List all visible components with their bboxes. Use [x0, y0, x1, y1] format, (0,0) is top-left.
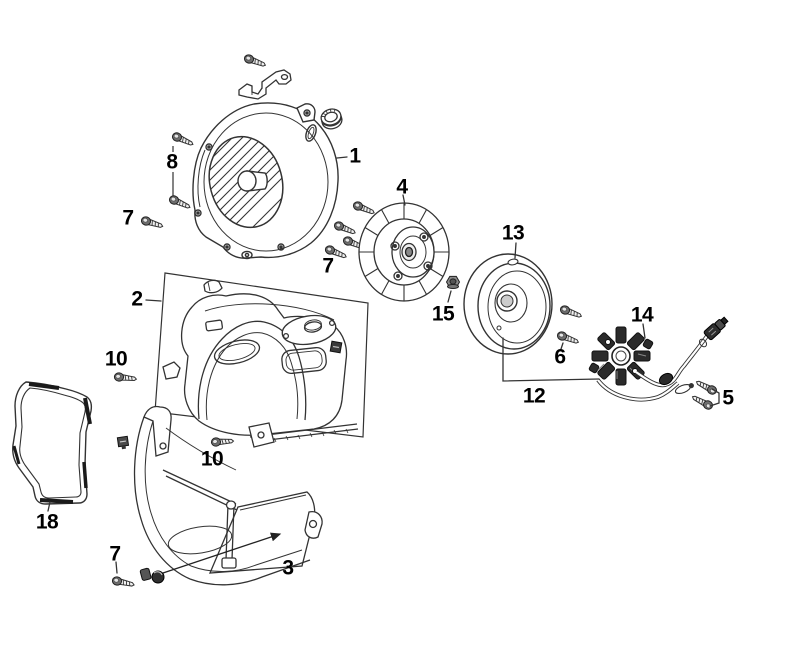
- screw-7-left: [139, 215, 165, 230]
- bolt-10-lower: [210, 435, 235, 448]
- clip-nut: [116, 435, 130, 450]
- leader-lines: [47, 156, 720, 574]
- cover-screws-8: [167, 130, 196, 211]
- flywheel-rotor-illustration: [463, 253, 553, 355]
- callout-2: 2: [131, 287, 143, 311]
- callout-7-middle: 7: [322, 254, 334, 278]
- screw-7-bottom: [111, 575, 136, 589]
- callout-5: 5: [722, 386, 734, 410]
- callout-13: 13: [501, 221, 525, 245]
- gasket-illustration: [12, 381, 93, 505]
- callout-14: 14: [630, 303, 654, 327]
- upper-shroud-illustration: [154, 272, 369, 448]
- flywheel-fan-illustration: [358, 202, 450, 302]
- callout-7-bottom: 7: [109, 542, 121, 566]
- bolt-10-left: [113, 372, 138, 383]
- cap-illustration: [320, 108, 343, 130]
- bolt-top: [242, 53, 268, 69]
- callout-15: 15: [431, 302, 455, 326]
- nut-illustration: [445, 275, 461, 289]
- callout-4: 4: [396, 175, 408, 199]
- screw-6b: [555, 330, 581, 346]
- wire-harness-illustration: [596, 316, 729, 402]
- bracket-illustration: [238, 69, 292, 100]
- lower-shroud-illustration: [133, 405, 323, 586]
- callout-10-left: 10: [104, 347, 128, 371]
- clamp-illustration: [139, 567, 165, 584]
- callout-8: 8: [166, 150, 178, 174]
- callout-1: 1: [349, 144, 361, 168]
- callout-6: 6: [554, 345, 566, 369]
- callout-12: 12: [522, 384, 546, 408]
- stator-illustration: [588, 326, 654, 386]
- callout-18: 18: [35, 510, 59, 534]
- bolt-5b: [689, 393, 715, 412]
- callout-7-left: 7: [122, 206, 134, 230]
- fan-cover-illustration: [192, 102, 339, 260]
- clip-right: [329, 340, 343, 354]
- screw-6a: [558, 304, 584, 320]
- bolt-5a: [693, 378, 719, 397]
- callout-3: 3: [282, 556, 294, 580]
- callout-10-lower: 10: [200, 447, 224, 471]
